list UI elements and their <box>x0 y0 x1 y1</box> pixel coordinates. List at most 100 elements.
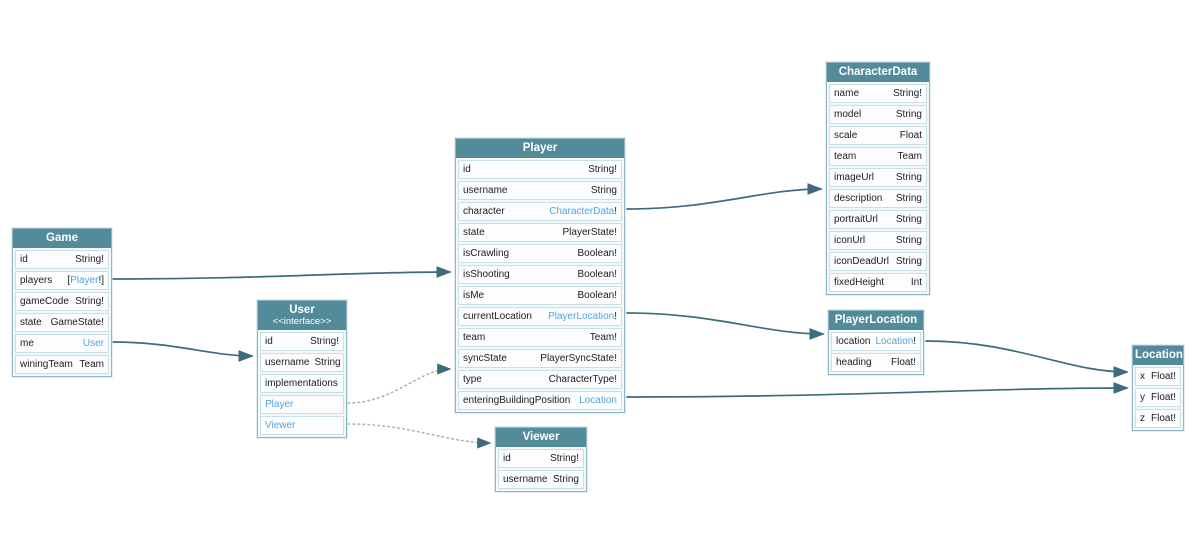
arrow-user-implementation-player <box>347 363 452 404</box>
type-link[interactable]: User <box>82 338 104 349</box>
field-row-game-me: me User <box>15 334 109 353</box>
entity-stereotype: <<interface>> <box>272 316 332 327</box>
type-link[interactable]: Location <box>579 395 617 406</box>
entity-title: Player <box>522 142 558 154</box>
field-name: iconDeadUrl <box>834 256 890 267</box>
type-link[interactable]: Player <box>70 275 99 286</box>
field-type: String! <box>310 336 339 347</box>
type-link[interactable]: CharacterData <box>549 206 615 217</box>
field-name: team <box>834 151 857 162</box>
entity-title: User <box>289 304 315 316</box>
type-link[interactable]: PlayerLocation <box>548 311 615 322</box>
field-name: username <box>463 185 508 196</box>
field-name: winingTeam <box>20 359 73 370</box>
field-type: String <box>895 256 922 267</box>
field-type: CharacterType! <box>548 374 617 385</box>
field-name: z <box>1140 413 1145 424</box>
field-type: String <box>895 214 922 225</box>
field-name: name <box>834 88 860 99</box>
entity-header-user[interactable]: User<<interface>> <box>258 301 346 330</box>
entity-title: Location <box>1135 349 1183 361</box>
entity-title: Viewer <box>522 431 560 443</box>
arrow-game-players-to-player <box>112 266 452 280</box>
field-type: Team <box>897 151 922 162</box>
field-name: currentLocation <box>463 311 532 322</box>
type-link[interactable]: Location <box>875 336 914 347</box>
field-name: id <box>463 164 471 175</box>
entity-title: PlayerLocation <box>834 314 918 326</box>
field-name: syncState <box>463 353 507 364</box>
entity-header-location[interactable]: Location <box>1133 346 1183 365</box>
entity-header-player[interactable]: Player <box>456 139 624 158</box>
field-row-game-players: players[Player!] <box>15 271 109 290</box>
field-name: isShooting <box>463 269 510 280</box>
field-type: User <box>83 338 104 349</box>
field-name: y <box>1140 392 1145 403</box>
arrow-player-character-to-characterdata <box>626 183 823 210</box>
field-type: Boolean! <box>577 269 617 280</box>
field-name: id <box>20 254 28 265</box>
field-type: Location! <box>875 336 916 347</box>
field-name: me <box>20 338 34 349</box>
entity-header-game[interactable]: Game <box>13 229 111 248</box>
field-type: String! <box>893 88 922 99</box>
field-name: username <box>503 474 548 485</box>
field-type: Team! <box>589 332 617 343</box>
field-type: PlayerState! <box>562 227 617 238</box>
field-type: Float! <box>890 357 916 368</box>
implementation-type-link[interactable]: Player <box>265 399 294 410</box>
arrow-player-enteringbuildingposition-to-location <box>626 382 1129 398</box>
field-row-characterdata-iconDeadUrl: iconDeadUrl String <box>829 252 927 271</box>
field-name: description <box>834 193 883 204</box>
implementation-type-link[interactable]: Viewer <box>265 420 296 431</box>
entity-header-viewer[interactable]: Viewer <box>496 428 586 447</box>
field-type: String <box>895 235 922 246</box>
field-type: String <box>895 172 922 183</box>
field-name: iconUrl <box>834 235 866 246</box>
entity-title: Game <box>46 232 78 244</box>
entity-title: CharacterData <box>838 66 918 78</box>
field-type: PlayerLocation! <box>548 311 617 322</box>
arrow-player-currentlocation-to-playerlocation <box>626 312 825 340</box>
field-name: gameCode <box>20 296 69 307</box>
field-type: Boolean! <box>577 290 617 301</box>
field-row-playerlocation-heading: heading Float! <box>831 353 921 372</box>
field-name: heading <box>836 357 872 368</box>
type-suffix: ! <box>913 336 917 347</box>
field-type: String <box>314 357 341 368</box>
field-name: state <box>463 227 485 238</box>
field-type: GameState! <box>50 317 104 328</box>
field-type: Float! <box>1150 413 1176 424</box>
field-name: type <box>463 374 482 385</box>
field-type: Location <box>579 395 617 406</box>
entity-header-characterdata[interactable]: CharacterData <box>827 63 929 82</box>
entity-header-playerlocation[interactable]: PlayerLocation <box>829 311 923 330</box>
field-row-player-state: state PlayerState! <box>458 223 622 242</box>
